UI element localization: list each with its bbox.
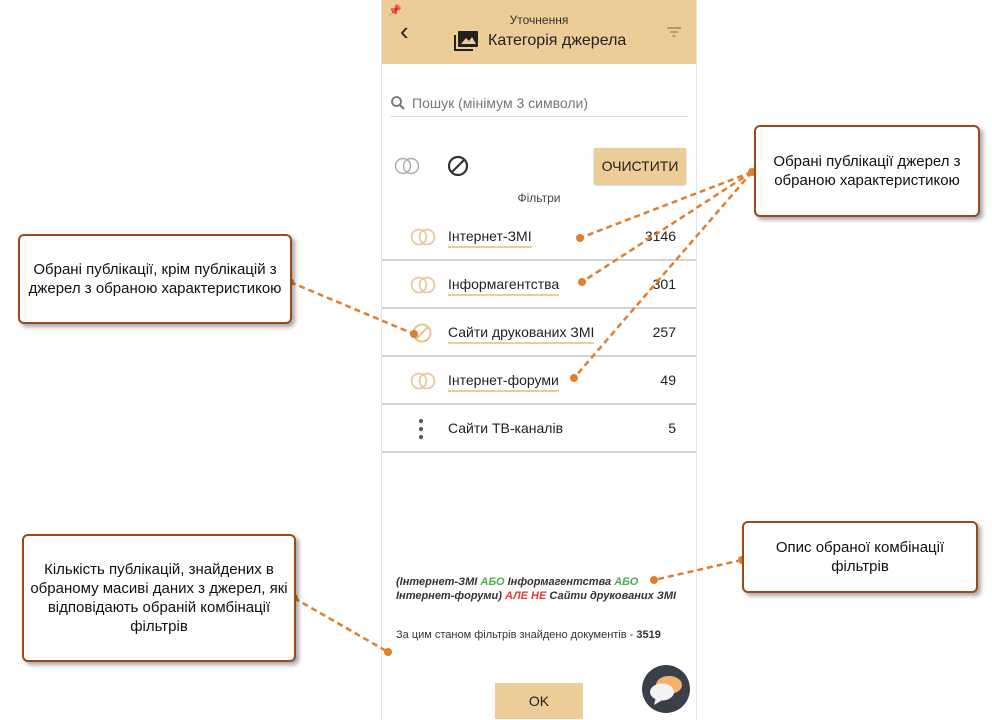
filter-count: 301: [652, 276, 676, 292]
filter-count: 5: [668, 420, 676, 436]
chat-bubbles-icon: [650, 676, 682, 705]
or-selected-icon[interactable]: [410, 371, 436, 391]
filter-row-print-media-sites[interactable]: Сайти друкованих ЗМІ 257: [382, 310, 696, 357]
callout-description: Опис обраної комбінації фільтрів: [742, 521, 978, 593]
clear-button[interactable]: ОЧИСТИТИ: [594, 148, 686, 184]
search-input[interactable]: Пошук (мінімум 3 символи): [390, 90, 688, 117]
filter-label: Сайти друкованих ЗМІ: [448, 324, 595, 344]
exclude-mode-icon[interactable]: [446, 154, 470, 178]
filter-label: Інформагентства: [448, 276, 560, 296]
filter-combination-description: (Інтернет-ЗМІ АБО Інформагентства АБО Ін…: [396, 576, 677, 602]
or-selected-icon[interactable]: [410, 227, 436, 247]
header-subtitle: Уточнення: [509, 13, 569, 27]
callout-excluded-publications: Обрані публікації, крім публікацій з дже…: [18, 234, 292, 324]
callout-selected-publications: Обрані публікації джерел з обраною харак…: [754, 125, 980, 217]
filters-section-label: Фільтри: [517, 191, 561, 205]
more-vert-icon[interactable]: [418, 418, 424, 440]
search-placeholder: Пошук (мінімум 3 символи): [412, 95, 589, 111]
filter-label: Інтернет-ЗМІ: [448, 228, 532, 248]
callout-found-count: Кількість публікацій, знайдених в обрано…: [22, 534, 296, 662]
filter-toolbar: ОЧИСТИТИ: [392, 148, 692, 184]
pin-icon[interactable]: 📌: [388, 5, 402, 17]
filter-label: Сайти ТВ-каналів: [448, 420, 564, 436]
mobile-app-panel: 📌 ‹ Уточнення Категорія джерела Пошук (м…: [381, 0, 697, 720]
search-icon: [391, 96, 405, 110]
found-count: 3519: [636, 629, 661, 641]
chat-button[interactable]: [642, 665, 690, 713]
filter-count: 257: [652, 324, 676, 340]
image-gallery-icon: [454, 31, 478, 51]
app-header: 📌 ‹ Уточнення Категорія джерела: [382, 0, 696, 64]
filter-row-tv-channel-sites[interactable]: Сайти ТВ-каналів 5: [382, 406, 696, 453]
header-title-row: Категорія джерела: [454, 31, 626, 51]
page-title: Категорія джерела: [488, 32, 627, 49]
or-mode-icon[interactable]: [394, 156, 420, 176]
exclude-selected-icon[interactable]: [411, 322, 433, 344]
back-icon[interactable]: ‹: [400, 16, 409, 46]
or-selected-icon[interactable]: [410, 275, 436, 295]
filter-count: 3146: [644, 228, 676, 244]
found-documents-text: За цим станом фільтрів знайдено документ…: [396, 629, 661, 641]
filter-row-internet-media[interactable]: Інтернет-ЗМІ 3146: [382, 214, 696, 261]
filter-row-news-agencies[interactable]: Інформагентства 301: [382, 262, 696, 309]
filter-label: Інтернет-форуми: [448, 372, 559, 392]
filter-count: 49: [660, 372, 676, 388]
ok-button[interactable]: OK: [495, 683, 583, 719]
filter-row-internet-forums[interactable]: Інтернет-форуми 49: [382, 358, 696, 405]
filter-sort-icon[interactable]: [666, 26, 682, 38]
